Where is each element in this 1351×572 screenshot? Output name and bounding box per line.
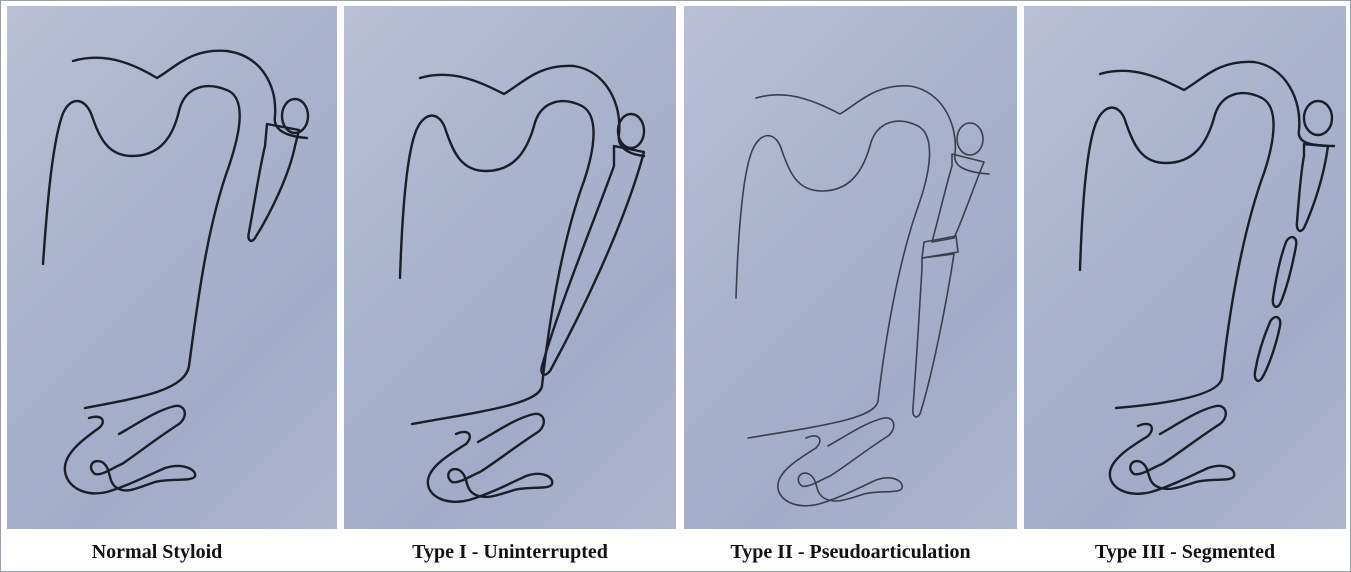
hyoid-bone (428, 414, 552, 502)
styloid-lower-segment (913, 254, 954, 417)
styloid-upper-segment (932, 154, 984, 242)
caption-type-i: Type I - Uninterrupted (344, 535, 676, 569)
mandible-ramus-outline (43, 86, 240, 408)
panel-type-iii-segmented (1024, 6, 1346, 529)
mandible-ramus-outline (400, 101, 594, 424)
type-i-drawing (344, 6, 676, 529)
mastoid-process (618, 114, 644, 148)
skull-base-outline (1100, 62, 1334, 146)
skull-base-outline (756, 86, 989, 174)
styloid-segment-2 (1273, 237, 1296, 307)
panel-type-ii-pseudoarticulation (684, 6, 1017, 529)
type-iii-drawing (1024, 6, 1346, 529)
styloid-process-elongated (541, 146, 644, 375)
caption-type-iii: Type III - Segmented (1024, 535, 1346, 569)
panel-type-i-uninterrupted (344, 6, 676, 529)
styloid-process (248, 124, 299, 241)
hyoid-bone (1110, 406, 1234, 494)
mandible-ramus-outline (736, 121, 930, 438)
hyoid-bone (778, 418, 902, 506)
normal-styloid-drawing (7, 6, 337, 529)
styloid-segment-3 (1255, 317, 1280, 381)
type-ii-drawing (684, 6, 1017, 529)
mandible-ramus-outline (1080, 93, 1274, 408)
mastoid-process (1304, 101, 1332, 135)
mastoid-process (957, 123, 983, 155)
hyoid-bone (65, 406, 195, 494)
caption-type-ii: Type II - Pseudoarticulation (684, 535, 1017, 569)
panel-normal-styloid (7, 6, 337, 529)
styloid-segment-1 (1297, 144, 1328, 231)
skull-base-outline (420, 66, 644, 156)
caption-normal-styloid: Normal Styloid (7, 535, 307, 569)
